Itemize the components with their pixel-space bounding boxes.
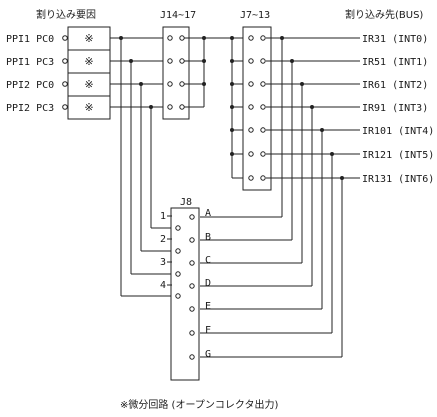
destination-label-ir101: IR101 (INT4): [362, 126, 434, 137]
destination-label-ir131: IR131 (INT6): [362, 174, 434, 185]
j8-left-pin-2: 2: [160, 234, 166, 245]
j8-right-pin-e: E: [205, 301, 211, 312]
j8-left-pin-3: 3: [160, 257, 166, 268]
differentiator-mark: ※: [84, 55, 93, 68]
j8-right-pin-b: B: [205, 232, 211, 243]
source-taps-to-j8: [119, 36, 172, 297]
j14-17-pins: [167, 35, 185, 110]
destination-label-ir61: IR61 (INT2): [362, 80, 428, 91]
source-terminal: [62, 58, 68, 64]
j8-right-pin-f: F: [205, 325, 211, 336]
destination-label-ir31: IR31 (INT0): [362, 34, 428, 45]
j7-13-jumper-block: [242, 26, 272, 191]
j8-jumper-block: [170, 207, 200, 381]
differentiator-mark: ※: [84, 32, 93, 45]
destination-label-ir51: IR51 (INT1): [362, 57, 428, 68]
source-terminal: [62, 81, 68, 87]
j14-to-j7-wires: [184, 36, 232, 108]
source-label-ppi2-pc3: PPI2 PC3: [6, 103, 54, 114]
differentiator-mark: ※: [84, 101, 93, 114]
j8-to-destination-risers: [200, 36, 344, 358]
j8-label: J8: [180, 197, 192, 208]
source-label-ppi2-pc0: PPI2 PC0: [6, 80, 54, 91]
j14-17-label: J14~17: [160, 10, 196, 21]
j8-right-pin-g: G: [205, 349, 211, 360]
j8-right-pin-a: A: [205, 208, 211, 219]
j8-left-leaders: [167, 215, 172, 286]
j14-17-jumper-block: [162, 26, 190, 120]
source-label-ppi1-pc0: PPI1 PC0: [6, 34, 54, 45]
j8-right-pin-d: D: [205, 278, 211, 289]
j8-left-pin-4: 4: [160, 280, 166, 291]
destination-label-ir91: IR91 (INT3): [362, 103, 428, 114]
footnote: ※微分回路 (オープンコレクタ出力): [120, 398, 278, 411]
j7-13-pins: [248, 35, 266, 181]
differentiator-mark: ※: [84, 78, 93, 91]
destination-label-ir121: IR121 (INT5): [362, 150, 434, 161]
j7-13-label: J7~13: [240, 10, 270, 21]
source-terminal: [62, 104, 68, 110]
j8-left-pin-1: 1: [160, 211, 166, 222]
j8-pins: [175, 214, 195, 360]
source-label-ppi1-pc3: PPI1 PC3: [6, 57, 54, 68]
source-bus-wires: [110, 37, 165, 108]
interrupt-source-title: 割り込み要因: [36, 8, 96, 21]
source-terminal: [62, 35, 68, 41]
j8-right-pin-c: C: [205, 255, 211, 266]
interrupt-destination-title: 割り込み先(BUS): [345, 8, 423, 21]
